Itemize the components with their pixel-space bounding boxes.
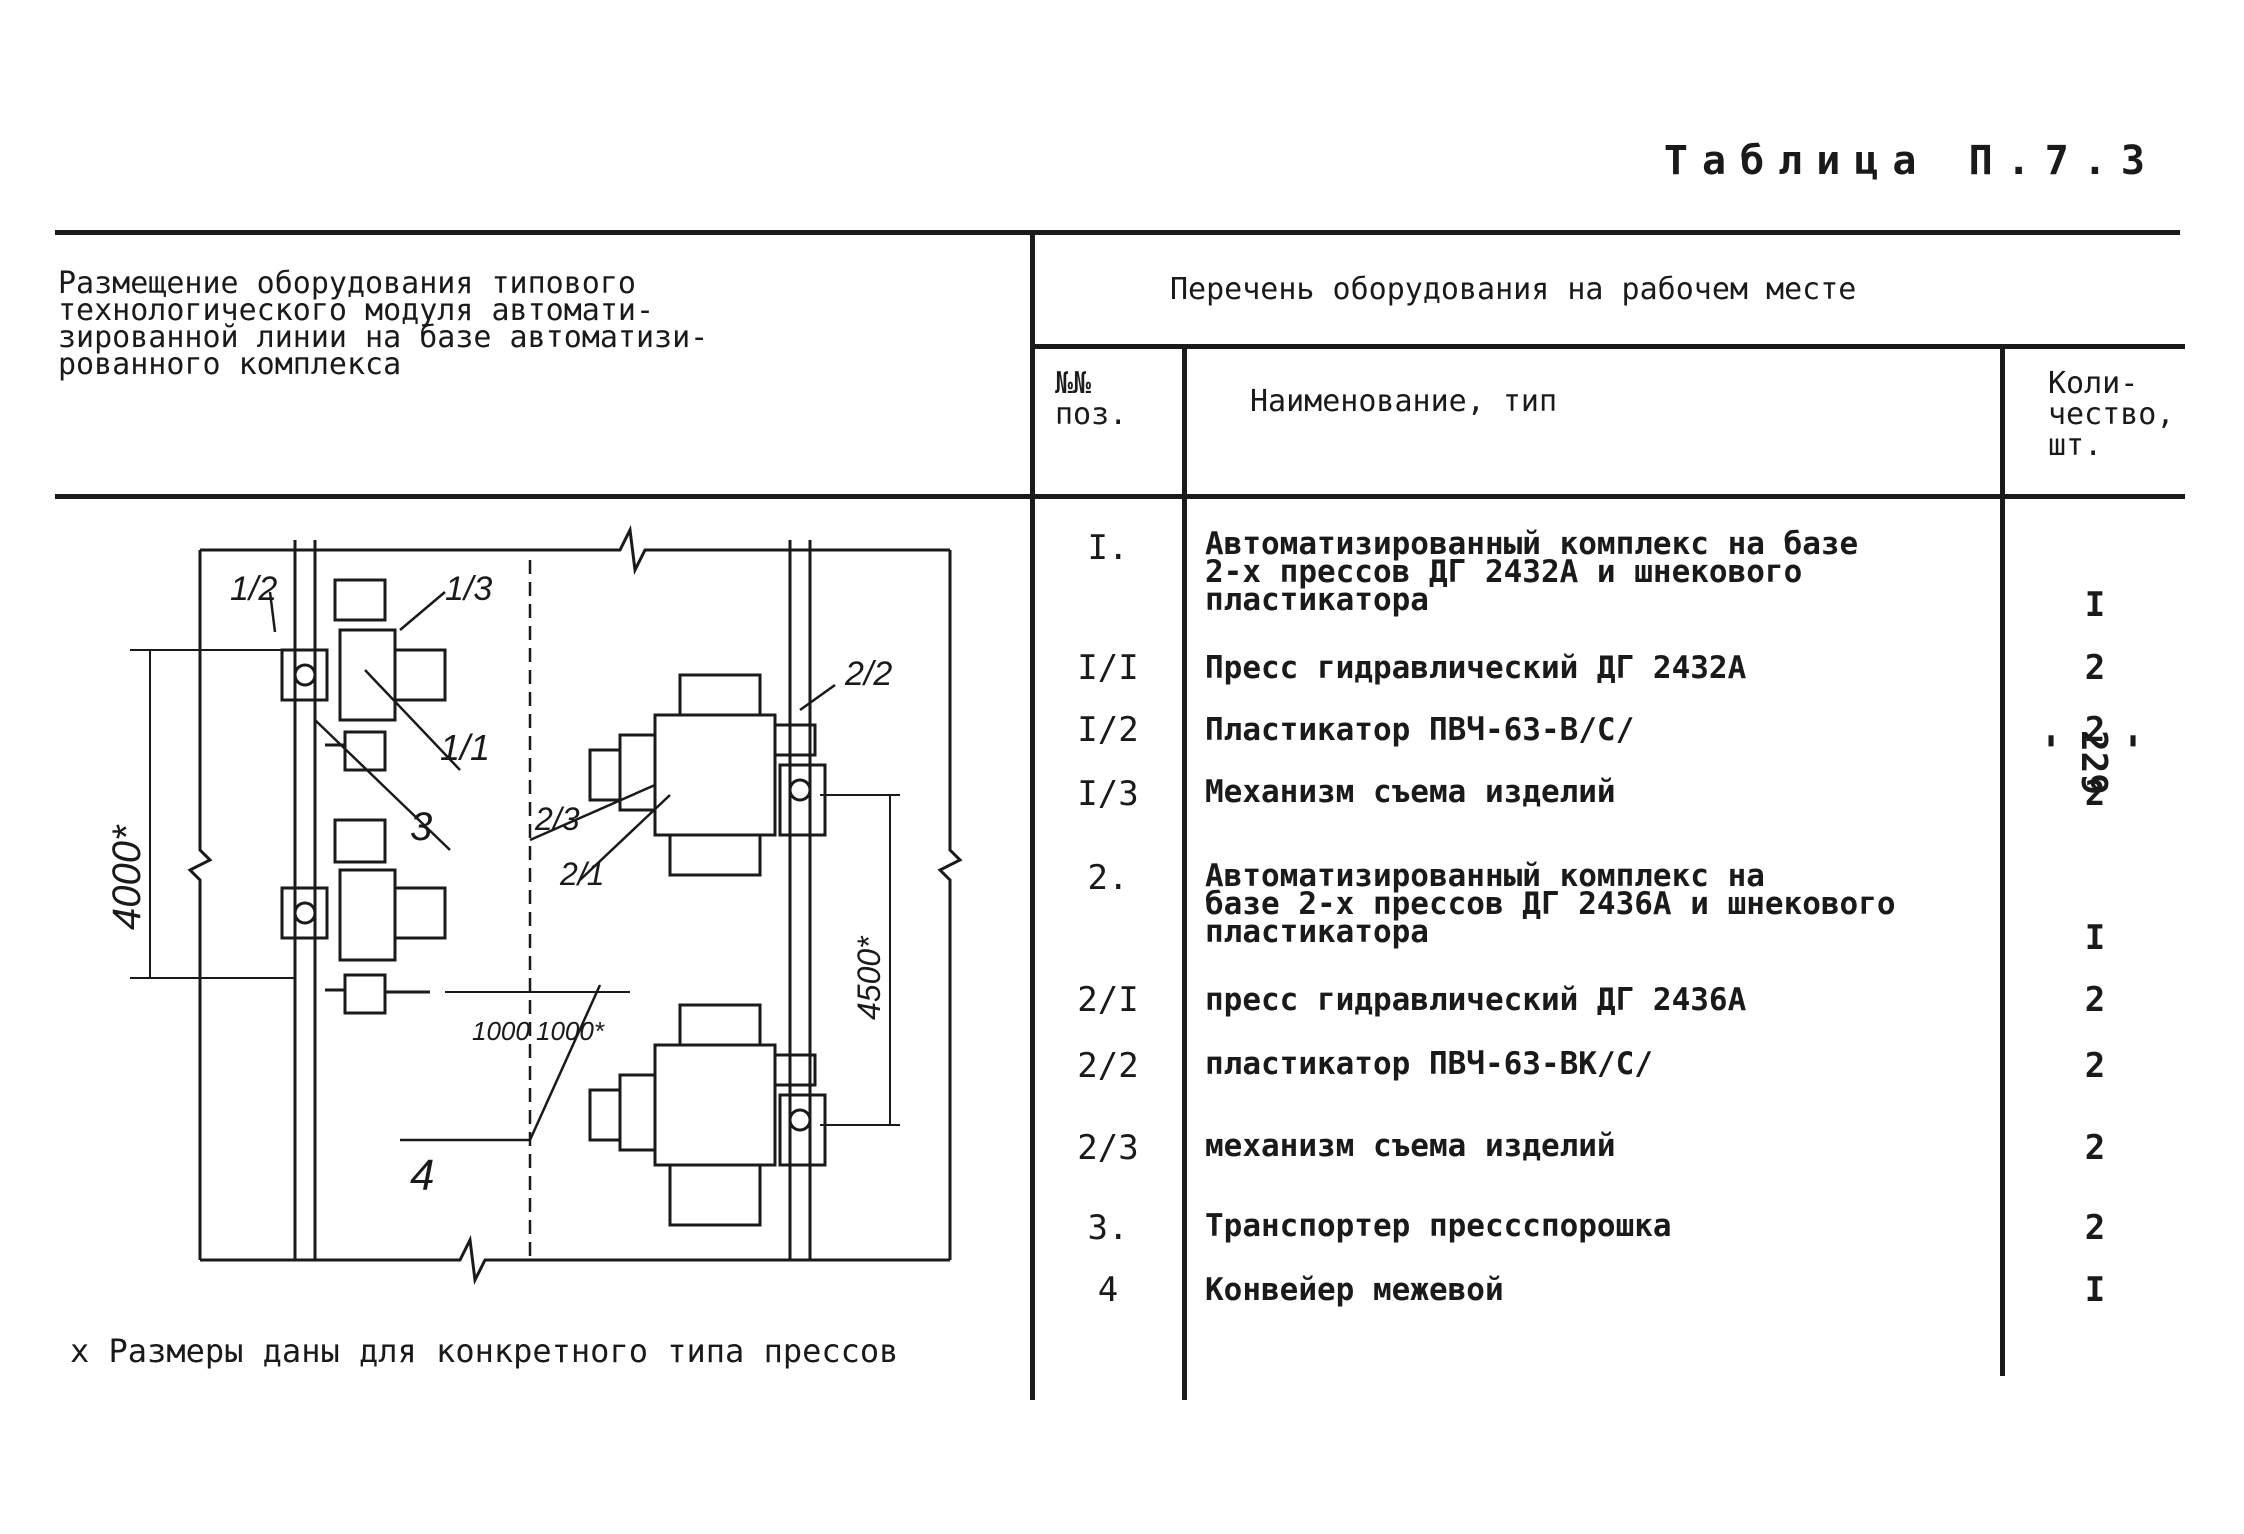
right-header: Перечень оборудования на рабочем месте <box>1170 272 1857 307</box>
divider-drawing-list <box>1030 230 1035 1400</box>
row-name: Пресс гидравлический ДГ 2432А <box>1205 650 1747 686</box>
row-pos: 2. <box>1087 858 1129 898</box>
row-qty: 2 <box>2084 1046 2106 1086</box>
col-header-pos: №№ поз. <box>1055 366 1128 432</box>
row-qty: I <box>2084 918 2106 958</box>
row-pos: 2/3 <box>1077 1128 1139 1168</box>
label-3: 3 <box>410 805 432 849</box>
col-header-name: Наименование, тип <box>1250 384 1558 419</box>
left-header: Размещение оборудования типового техноло… <box>58 266 709 382</box>
row-pos: 4 <box>1097 1270 1119 1310</box>
label-4: 4 <box>410 1151 434 1200</box>
footnote: х Размеры даны для конкретного типа прес… <box>70 1332 899 1370</box>
dimension-1000: 1000 <box>472 1016 530 1046</box>
label-1-3: 1/3 <box>445 570 492 608</box>
row-qty: I <box>2084 1270 2106 1310</box>
row-pos: 3. <box>1087 1208 1129 1248</box>
row-pos: I/2 <box>1077 710 1139 750</box>
row-name: пресс гидравлический ДГ 2436А <box>1205 982 1747 1018</box>
label-2-2: 2/2 <box>844 655 892 693</box>
row-name: Автоматизированный комплекс на базе 2-х … <box>1205 858 1896 950</box>
dimension-4500: 4500* <box>851 935 887 1020</box>
dimension-1000-star: 1000* <box>536 1016 605 1046</box>
label-2-1: 2/1 <box>559 856 604 892</box>
row-name: Транспортер прессспорошка <box>1205 1208 1672 1244</box>
divider-name-qty <box>2000 346 2005 1376</box>
divider-pos-name <box>1182 346 1187 1400</box>
page-number: - 229 - <box>2032 730 2155 796</box>
label-2-3: 2/3 <box>534 801 580 837</box>
row-name: Пластикатор ПВЧ-63-В/С/ <box>1205 712 1635 748</box>
row-pos: I. <box>1087 528 1129 568</box>
dimension-4000: 4000* <box>105 824 149 930</box>
row-pos: I/I <box>1077 648 1139 688</box>
col-header-qty: Коли- чество, шт. <box>2048 366 2175 463</box>
table-top-rule <box>55 230 2180 235</box>
row-pos: 2/I <box>1077 980 1139 1020</box>
row-qty: 2 <box>2084 1128 2106 1168</box>
row-pos: 2/2 <box>1077 1046 1139 1086</box>
row-pos: I/3 <box>1077 774 1139 814</box>
row-name: Автоматизированный комплекс на базе 2-х … <box>1205 526 1859 618</box>
header-bottom-rule <box>55 494 2185 499</box>
row-name: Конвейер межевой <box>1205 1272 1504 1308</box>
row-name: Механизм съема изделий <box>1205 774 1616 810</box>
row-qty: 2 <box>2084 1208 2106 1248</box>
table-title: Таблица П.7.3 <box>1663 138 2159 184</box>
row-qty: 2 <box>2084 980 2106 1020</box>
row-qty: 2 <box>2084 710 2106 750</box>
row-qty: I <box>2084 585 2106 625</box>
equipment-layout-drawing: 1/2 1/3 1/1 3 4 2/2 2/3 2/1 1000 1000* 4… <box>105 524 963 1286</box>
row-name: пластикатор ПВЧ-63-ВК/С/ <box>1205 1046 1653 1082</box>
header-subrule <box>1035 344 2185 349</box>
label-1-2: 1/2 <box>230 570 277 608</box>
row-qty: 2 <box>2084 774 2106 814</box>
label-1-1: 1/1 <box>440 727 490 768</box>
row-name: механизм съема изделий <box>1205 1128 1616 1164</box>
row-qty: 2 <box>2084 648 2106 688</box>
